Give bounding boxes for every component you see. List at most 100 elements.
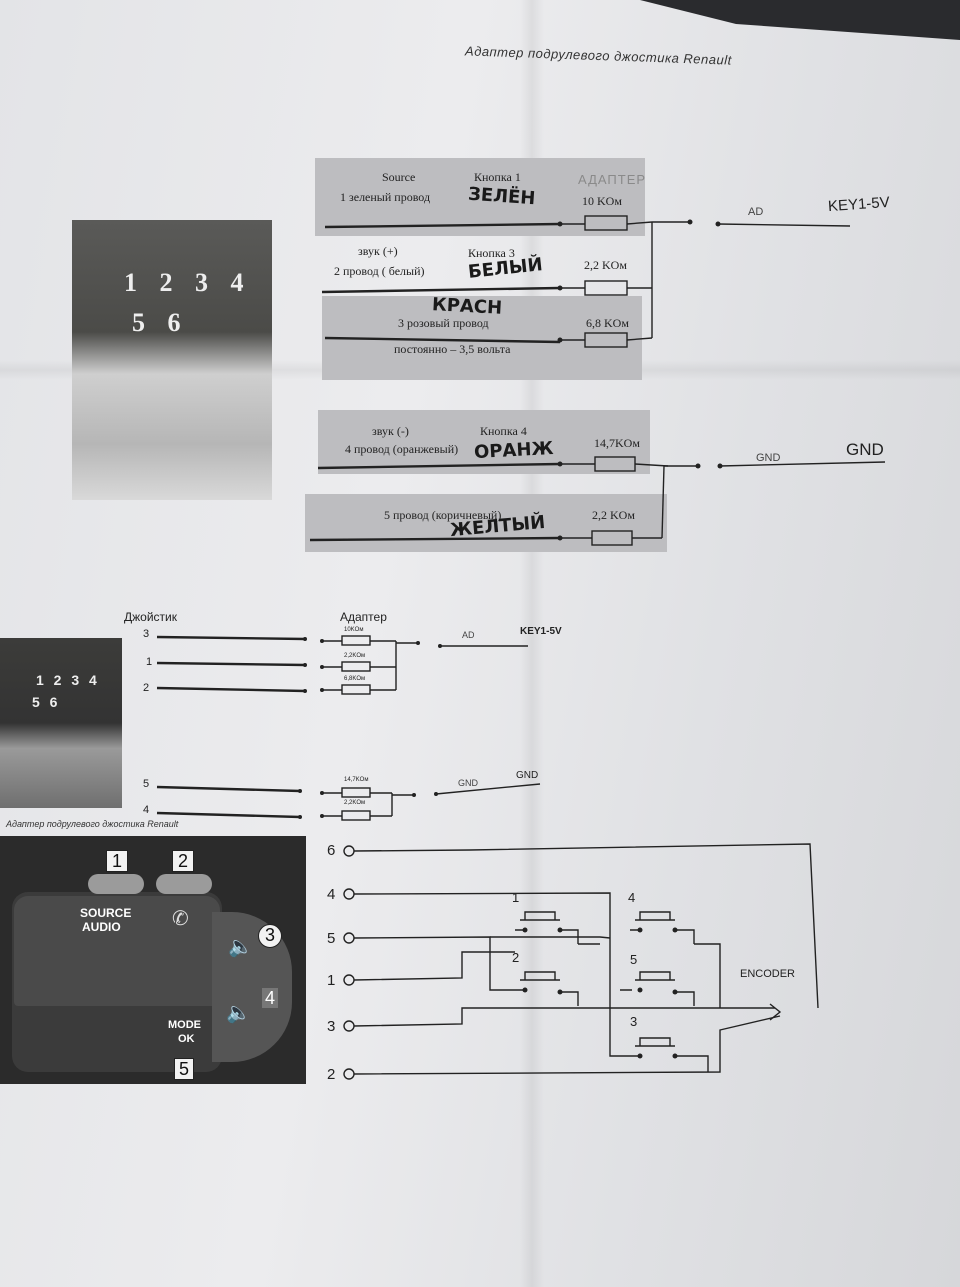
switch-2 xyxy=(515,971,579,1006)
wire-row-3 xyxy=(324,336,561,344)
ok-label: OK xyxy=(178,1033,195,1045)
enc-wire-3 xyxy=(353,1007,775,1027)
connector-photo-top: 1 2 3 4 5 6 xyxy=(72,220,272,500)
mid-pin-4: 4 xyxy=(143,804,150,816)
connector-digits-top: 1 2 3 4 xyxy=(124,268,252,297)
resistor-row-3 xyxy=(584,332,628,348)
wire-row-2 xyxy=(321,286,561,294)
wire-row-4 xyxy=(317,462,561,470)
wire-out-ad xyxy=(717,223,851,227)
enc-pin-circle-1 xyxy=(343,974,355,986)
enc-pin-circle-4 xyxy=(343,888,355,900)
row1-line1: Source xyxy=(382,170,416,184)
top-out-gnd: GND xyxy=(846,440,884,459)
resistor-row-5 xyxy=(591,530,633,546)
row5-resistor: 2,2 KOм xyxy=(592,508,635,522)
encoder-label: ENCODER xyxy=(740,968,796,980)
enc-wire-5 xyxy=(353,936,515,991)
row3-resistor: 6,8 KOм xyxy=(586,316,629,330)
small-digits-top: 1 2 3 4 xyxy=(36,672,100,688)
switch-label-2: 2 xyxy=(512,950,520,965)
enc-pin-5: 5 xyxy=(327,930,336,947)
adapter-label: Адаптер xyxy=(340,610,387,624)
mid-pin-5: 5 xyxy=(143,778,150,790)
row3-line2: постоянно – 3,5 вольта xyxy=(394,342,511,356)
enc-pin-circle-3 xyxy=(343,1020,355,1032)
joystick-face xyxy=(14,896,220,1006)
row2-resistor: 2,2 KOм xyxy=(584,258,627,272)
mid-wire-2 xyxy=(156,686,306,693)
enc-pin-6: 6 xyxy=(327,842,336,859)
enc-pin-1: 1 xyxy=(327,972,336,989)
switch-label-4: 4 xyxy=(628,890,636,905)
row3-line1: 3 розовый провод xyxy=(398,316,489,330)
resistor-row-2 xyxy=(584,280,628,296)
callout-3: 3 xyxy=(258,924,282,948)
enc-pin-circle-5 xyxy=(343,932,355,944)
switch-3 xyxy=(630,1037,709,1072)
switch-1 xyxy=(515,911,579,944)
mid-res-5: 2,2KOм xyxy=(344,800,366,806)
row4-line1: звук (-) xyxy=(372,424,409,438)
row4-line2: 4 провод (оранжевый) xyxy=(345,442,459,456)
enc-pin-2: 2 xyxy=(327,1066,336,1083)
row4-button: Кнопка 4 xyxy=(480,424,527,438)
mid-resistor-1 xyxy=(341,635,371,646)
wire-row-4c xyxy=(634,463,669,467)
mid-pin-3: 3 xyxy=(143,628,150,640)
mid-wire-4 xyxy=(156,811,301,819)
enc-wire-1 xyxy=(353,951,515,981)
mid-res-4: 14,7KOм xyxy=(344,777,369,783)
mid-out-gnd: GND xyxy=(516,770,539,781)
top-out-ad: AD xyxy=(748,206,764,218)
connector-digits-bottom: 5 6 xyxy=(132,308,189,337)
connector-photo-small: 1 2 3 4 5 6 xyxy=(0,638,122,808)
enc-wire-5b xyxy=(490,936,611,939)
mid-wire-1 xyxy=(156,661,306,667)
band-row-1 xyxy=(315,158,645,236)
wire-out-gnd xyxy=(719,461,886,467)
callout-2: 2 xyxy=(172,850,194,872)
wire-row-5 xyxy=(309,536,561,542)
mid-bus-bottom xyxy=(391,793,414,816)
switch-bus xyxy=(578,943,721,1008)
adapter-header: АДАПТЕР xyxy=(578,172,647,187)
switch-label-1: 1 xyxy=(512,890,520,905)
row5-line1: 5 провод (коричневый) xyxy=(384,508,502,522)
mid-pin-1: 1 xyxy=(146,656,153,668)
enc-pin-4: 4 xyxy=(327,886,336,903)
top-out-gnd-small: GND xyxy=(756,452,781,464)
enc-pin-3: 3 xyxy=(327,1018,336,1035)
callout-5: 5 xyxy=(174,1058,194,1080)
mid-out-gnd-small: GND xyxy=(458,778,478,788)
source-label: SOURCE xyxy=(80,906,132,920)
row2-button: Кнопка 3 xyxy=(468,246,515,260)
callout-1: 1 xyxy=(106,850,128,872)
joystick-photo: SOURCE AUDIO ✆ 🔈 🔈 MODE OK 1 2 3 4 5 xyxy=(0,836,306,1084)
caption-small: Адаптер подрулевого джостика Renault xyxy=(6,819,179,829)
button-2 xyxy=(156,874,212,894)
mid-out-key: KEY1-5V xyxy=(520,626,562,637)
row4-resistor: 14,7KOм xyxy=(594,436,640,450)
mid-out-gnd-wire xyxy=(435,783,541,795)
switch-4 xyxy=(630,911,695,944)
row2-line1: звук (+) xyxy=(358,244,398,258)
wire-row-3c xyxy=(626,337,653,341)
mid-wire-5 xyxy=(156,785,301,793)
small-digits-bottom: 5 6 xyxy=(32,694,61,710)
row1-resistor: 10 KOм xyxy=(582,194,622,208)
row2-line2: 2 провод ( белый) xyxy=(334,264,425,278)
callout-4: 4 xyxy=(262,988,278,1008)
mode-label: MODE xyxy=(168,1019,201,1031)
band-row-5 xyxy=(305,494,667,552)
mid-res-3: 6,8KOм xyxy=(344,676,366,682)
enc-wire-2 xyxy=(353,1015,781,1075)
wire-row-1c xyxy=(626,221,653,225)
encoder-contact xyxy=(769,1003,782,1021)
mid-wire-3 xyxy=(156,635,306,641)
row1-button: Кнопка 1 xyxy=(474,170,521,184)
mid-resistor-3 xyxy=(341,684,371,695)
enc-wire-6 xyxy=(353,843,819,1009)
